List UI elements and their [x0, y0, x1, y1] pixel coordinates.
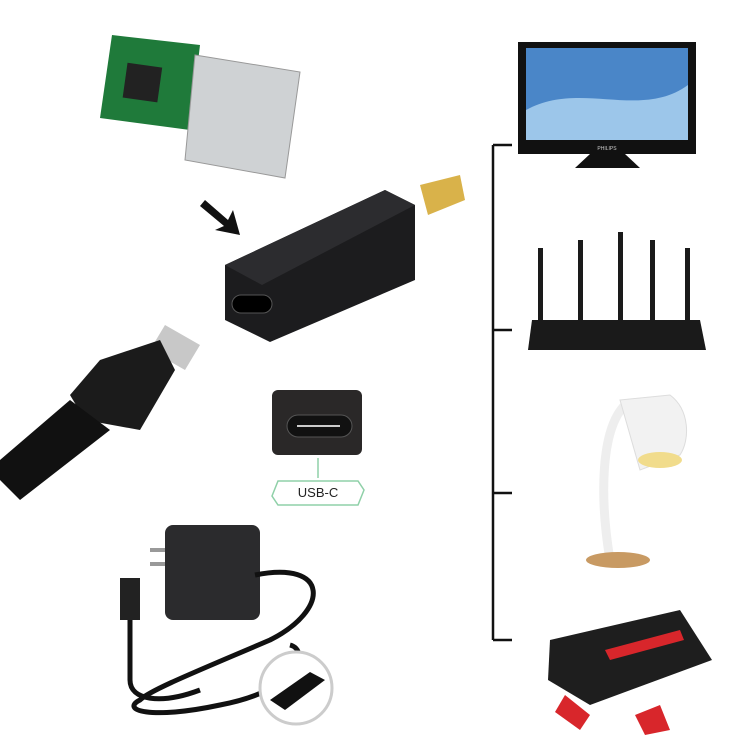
- usb-c-label: USB-C: [297, 485, 339, 500]
- arrow-icon: [200, 200, 240, 235]
- usb-c-cable-image: [0, 325, 200, 500]
- usb-c-adapter-image: [225, 175, 465, 342]
- desk-lamp-image: [586, 394, 688, 568]
- device-bracket: [491, 143, 512, 642]
- wall-charger-image: [120, 525, 334, 726]
- router-image: [528, 232, 706, 350]
- usb-c-port-closeup: [271, 390, 365, 506]
- monitor-brand-logo: PHILIPS: [597, 146, 617, 152]
- monitor-image: PHILIPS: [518, 42, 696, 168]
- circuit-board-image: [100, 35, 301, 179]
- jump-starter-image: [548, 610, 712, 735]
